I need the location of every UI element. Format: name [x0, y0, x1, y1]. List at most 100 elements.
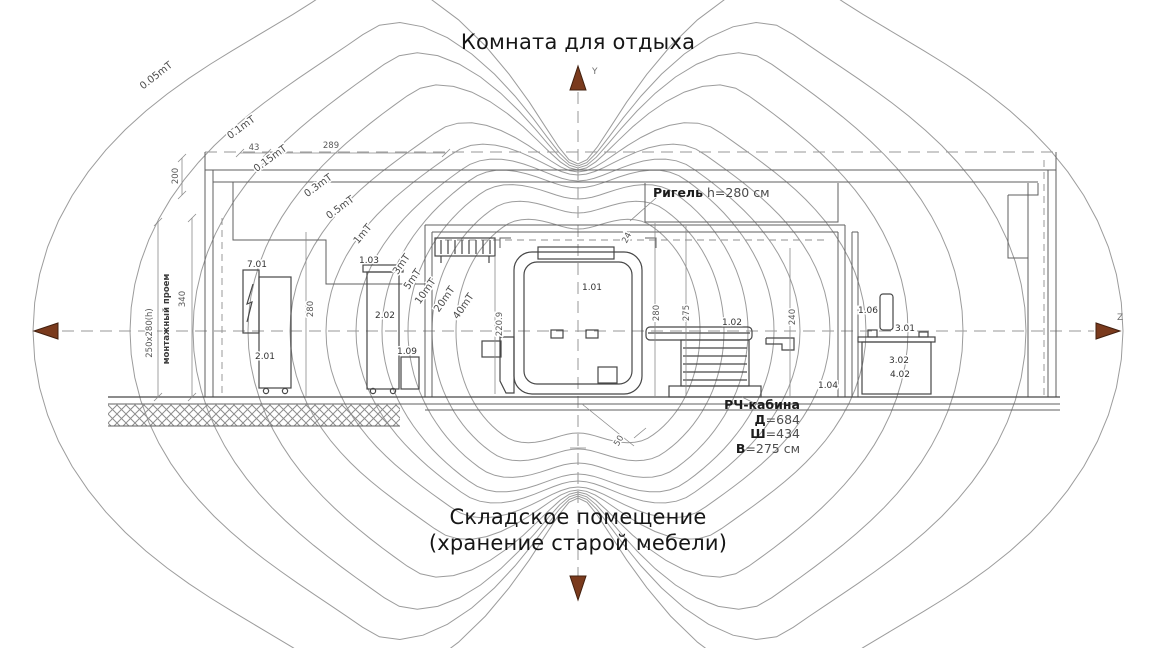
y-axis-arrow-up — [569, 64, 587, 91]
dimension-label: 289 — [323, 141, 339, 151]
field-contour-0.3mT — [247, 84, 909, 578]
rf-cabin-value: =434 — [765, 426, 800, 441]
contour-label-40mT: 40mT — [451, 291, 477, 321]
patient-table-base — [668, 385, 762, 398]
equipment-label-1.09: 1.09 — [397, 347, 417, 357]
rf-cabin-line-2: Д=684 — [688, 411, 800, 428]
equipment-label-2.02: 2.02 — [375, 311, 395, 321]
patient-table-pedestal — [680, 339, 750, 387]
equipment — [242, 237, 936, 398]
magnet-port — [585, 329, 599, 339]
rf-cabin-key: РЧ-кабина — [724, 397, 800, 412]
dimension-label: 43 — [249, 143, 260, 153]
cylinder-3-01 — [879, 293, 894, 331]
magnet-outer — [513, 251, 643, 395]
magnet-service-box — [597, 366, 618, 384]
equipment-label-1.02: 1.02 — [722, 318, 742, 328]
field-contour-0.5mT — [289, 122, 867, 540]
chest-item — [918, 331, 929, 338]
magnet-top-cap — [537, 246, 615, 260]
room-label-top: Комната для отдыха — [460, 30, 696, 54]
caster-icon — [389, 387, 397, 395]
pedestal-slats — [683, 347, 747, 381]
z-axis-label: Z — [1117, 313, 1123, 323]
filter-ribs — [440, 240, 491, 254]
unit-1-09 — [400, 356, 420, 390]
dimension-label: 220.9 — [495, 312, 505, 336]
field-contour-40mT — [455, 218, 701, 444]
contour-label-1mT: 1mT — [352, 222, 375, 247]
caster-icon — [281, 387, 289, 395]
field-contour-1mT — [325, 143, 831, 519]
rf-cabin-key: Ш — [750, 426, 766, 441]
field-contour-5mT — [381, 169, 775, 493]
bracket-mark — [645, 237, 657, 248]
rigel-beam — [644, 183, 839, 223]
rf-cabin-key: В — [735, 440, 746, 456]
rigel-leader — [629, 197, 657, 222]
lightning-icon — [246, 283, 254, 323]
rf-cabin-line-3: Ш=434 — [688, 426, 800, 442]
dimension-label: 24 — [620, 231, 634, 245]
rf-cabin-value: =275 см — [745, 440, 800, 456]
contour-label-0.3mT: 0.3mT — [302, 172, 335, 200]
field-contour-3mT — [355, 158, 801, 504]
dimension-label: 200 — [171, 168, 181, 184]
filter-unit — [434, 237, 496, 257]
dimension-label: 280 — [652, 305, 662, 321]
equipment-label-3.02: 3.02 — [889, 356, 909, 366]
magnet-port — [550, 329, 564, 339]
equipment-label-1.06: 1.06 — [858, 306, 878, 316]
chest-3-02-4-02 — [861, 341, 932, 395]
room-structure — [108, 151, 1060, 427]
dimension-lines — [153, 148, 791, 449]
z-axis-arrow-left — [32, 322, 59, 340]
ground-hatch — [108, 404, 400, 426]
y-axis-label: Y — [591, 67, 598, 77]
rigel-annotation: Ригель h=280 см — [653, 185, 770, 200]
right-wall-step-top — [1008, 183, 1039, 196]
axis-centerlines — [62, 92, 1094, 576]
contour-label-0.1mT: 0.1mT — [225, 114, 258, 142]
equipment-label-3.01: 3.01 — [895, 324, 915, 334]
y-axis-arrow-down — [569, 575, 587, 602]
panel-7-01 — [242, 269, 260, 334]
caster-icon — [369, 387, 377, 395]
field-contour-10mT — [407, 184, 749, 478]
magnet-side-cover — [499, 336, 515, 394]
ceiling-step-profile — [232, 182, 425, 285]
field-contour-0.1mT — [129, 21, 1027, 641]
room-label-bottom-2: (хранение старой мебели) — [428, 531, 728, 555]
rf-cabin-value: =684 — [765, 411, 800, 427]
dimension-label: 280 — [306, 301, 316, 317]
axis-arrows — [32, 64, 1122, 602]
equipment-label-7.01: 7.01 — [247, 260, 267, 270]
magnet-side-foot — [481, 340, 502, 358]
table-side-console — [765, 337, 795, 351]
equipment-label-2.01: 2.01 — [255, 352, 275, 362]
contour-label-0.5mT: 0.5mT — [324, 194, 357, 222]
equipment-label-1.04: 1.04 — [818, 381, 838, 391]
dimension-label: 275 — [682, 305, 692, 321]
dimension-label: 240 — [788, 309, 798, 325]
cabinet-2-02 — [366, 271, 400, 390]
dimension-label: монтажный проем — [162, 274, 172, 365]
z-axis-arrow-right — [1095, 322, 1122, 340]
chest-lid — [857, 336, 936, 343]
rf-cabin-line-4: В=275 см — [688, 440, 800, 457]
dimension-label: 50 — [612, 434, 626, 448]
dimension-label: 250x280(h) — [145, 308, 155, 358]
bracket-mark — [499, 237, 511, 248]
rf-cabin-key: Д — [754, 411, 766, 427]
rf-cabin-line-1: РЧ-кабина — [688, 397, 800, 413]
caster-icon — [262, 387, 270, 395]
rigel-value: h=280 см — [706, 185, 770, 200]
equipment-label-4.02: 4.02 — [890, 370, 910, 380]
contour-label-0.05mT: 0.05mT — [138, 59, 176, 92]
rigel-name: Ригель — [653, 185, 703, 200]
dimension-label: 340 — [178, 291, 188, 307]
right-wall-step — [1007, 195, 1028, 259]
magnet-inner — [523, 261, 633, 385]
